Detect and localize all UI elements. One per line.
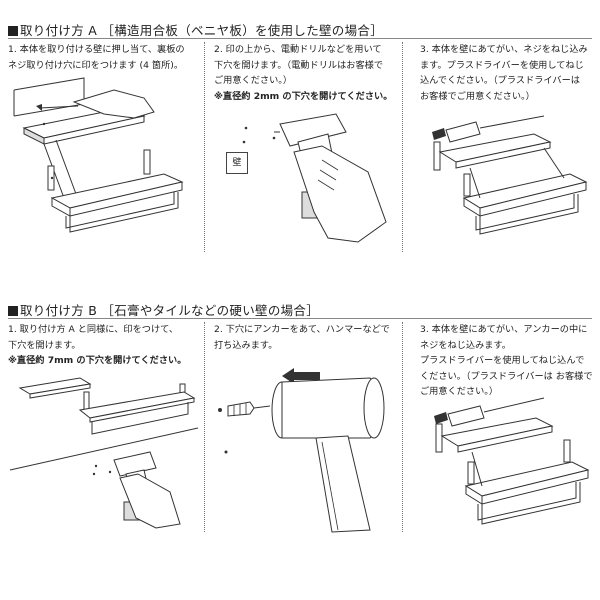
column-separator bbox=[402, 322, 403, 532]
square-bullet-icon bbox=[8, 306, 18, 316]
square-bullet-icon bbox=[8, 26, 18, 36]
section-b-step1: 1. 取り付け方 A と同様に、印をつけて、 下穴を開けます。 ※直径約 7mm… bbox=[8, 324, 187, 366]
wall-label-box: 壁 bbox=[226, 152, 248, 174]
screwdriver-icon bbox=[432, 115, 588, 235]
section-a-step3: 3. 本体を壁にあてがい、ネジをねじ込み ます。プラスドライバーを使用してねじ … bbox=[420, 44, 588, 102]
section-b-step2: 2. 下穴にアンカーをあて、ハンマーなどで 打ち込みます。 bbox=[214, 324, 390, 351]
column-separator bbox=[204, 322, 205, 532]
section-a-divider bbox=[8, 38, 592, 39]
section-b-divider bbox=[8, 318, 592, 319]
column-separator bbox=[204, 42, 205, 252]
hammer-icon bbox=[218, 368, 385, 533]
section-b-title: 取り付け方 B ［石膏やタイルなどの硬い壁の場合］ bbox=[8, 300, 319, 319]
drill-icon bbox=[242, 113, 387, 243]
shelf-icon bbox=[9, 377, 199, 529]
section-a-step1: 1. 本体を取り付ける壁に押し当て、裏板の ネジ取り付け穴に印をつけます (4 … bbox=[8, 44, 185, 71]
section-a-title: 取り付け方 A ［構造用合板（ベニヤ板）を使用した壁の場合］ bbox=[8, 20, 383, 39]
section-b-step3: 3. 本体を壁にあてがい、アンカーの中に ネジをねじ込みます。 プラスドライバー… bbox=[420, 324, 593, 397]
section-a-step2: 2. 印の上から、電動ドリルなどを用いて 下穴を開けます。（電動ドリルはお客様で… bbox=[214, 44, 393, 102]
anchor-icon bbox=[218, 401, 271, 417]
shelf-icon bbox=[13, 77, 184, 233]
arrow-left-icon bbox=[282, 368, 320, 384]
column-separator bbox=[402, 42, 403, 252]
screwdriver-icon bbox=[434, 397, 590, 525]
